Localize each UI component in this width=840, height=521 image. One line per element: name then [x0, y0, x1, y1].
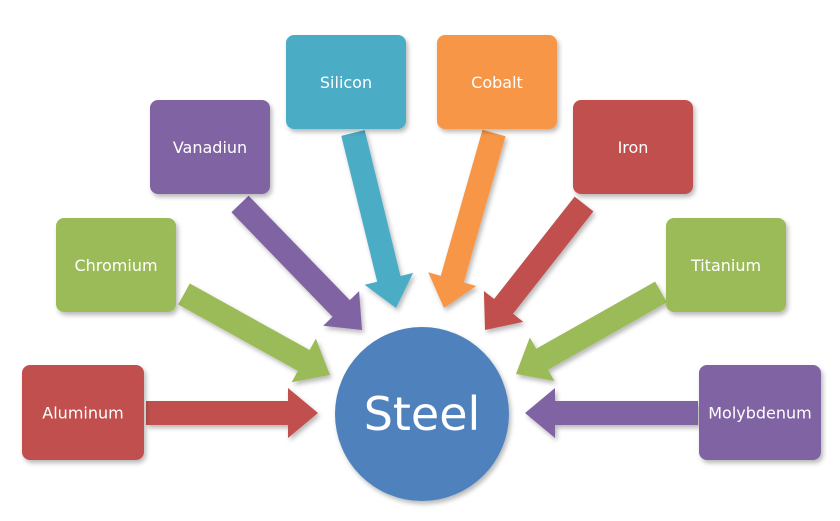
steel-circle	[335, 327, 509, 501]
arrow-silicon	[341, 130, 414, 308]
element-box-titanium	[666, 218, 786, 312]
boxes-layer: Aluminum Chromium Vanadiun Silicon CobaltIro…	[22, 35, 821, 460]
element-node-iron: Iron	[573, 100, 693, 194]
arrow-cobalt	[428, 129, 506, 308]
element-node-aluminum: Aluminum	[22, 365, 144, 460]
element-node-silicon: Silicon	[286, 35, 406, 129]
steel-node: Steel	[335, 327, 509, 501]
element-node-vanadiun: Vanadiun	[150, 100, 270, 194]
element-label-silicon: Silicon	[320, 73, 372, 92]
element-box-chromium	[56, 218, 176, 312]
steel-label: Steel	[364, 387, 481, 441]
element-node-chromium: Chromium	[56, 218, 176, 312]
element-node-molybdenum: Molybdenum	[699, 365, 821, 460]
element-label-vanadiun: Vanadiun	[173, 138, 247, 157]
element-box-aluminum	[22, 365, 144, 460]
element-label-molybdenum: Molybdenum	[708, 404, 812, 423]
arrow-iron	[483, 196, 594, 330]
element-box-iron	[573, 100, 693, 194]
element-label-cobalt: Cobalt	[471, 73, 523, 92]
arrow-chromium	[178, 283, 330, 383]
arrows-layer	[146, 129, 698, 438]
element-node-cobalt: Cobalt	[437, 35, 557, 129]
element-label-titanium: Titanium	[690, 256, 761, 275]
arrow-molybdenum	[525, 388, 698, 438]
element-box-silicon	[286, 35, 406, 129]
element-label-iron: Iron	[618, 138, 649, 157]
element-box-molybdenum	[699, 365, 821, 460]
element-box-cobalt	[437, 35, 557, 129]
arrow-titanium	[516, 281, 667, 381]
arrow-aluminum	[146, 388, 318, 438]
arrow-vanadiun	[231, 195, 362, 330]
element-label-chromium: Chromium	[74, 256, 157, 275]
element-label-aluminum: Aluminum	[42, 404, 123, 423]
element-node-titanium: Titanium	[666, 218, 786, 312]
element-box-vanadiun	[150, 100, 270, 194]
